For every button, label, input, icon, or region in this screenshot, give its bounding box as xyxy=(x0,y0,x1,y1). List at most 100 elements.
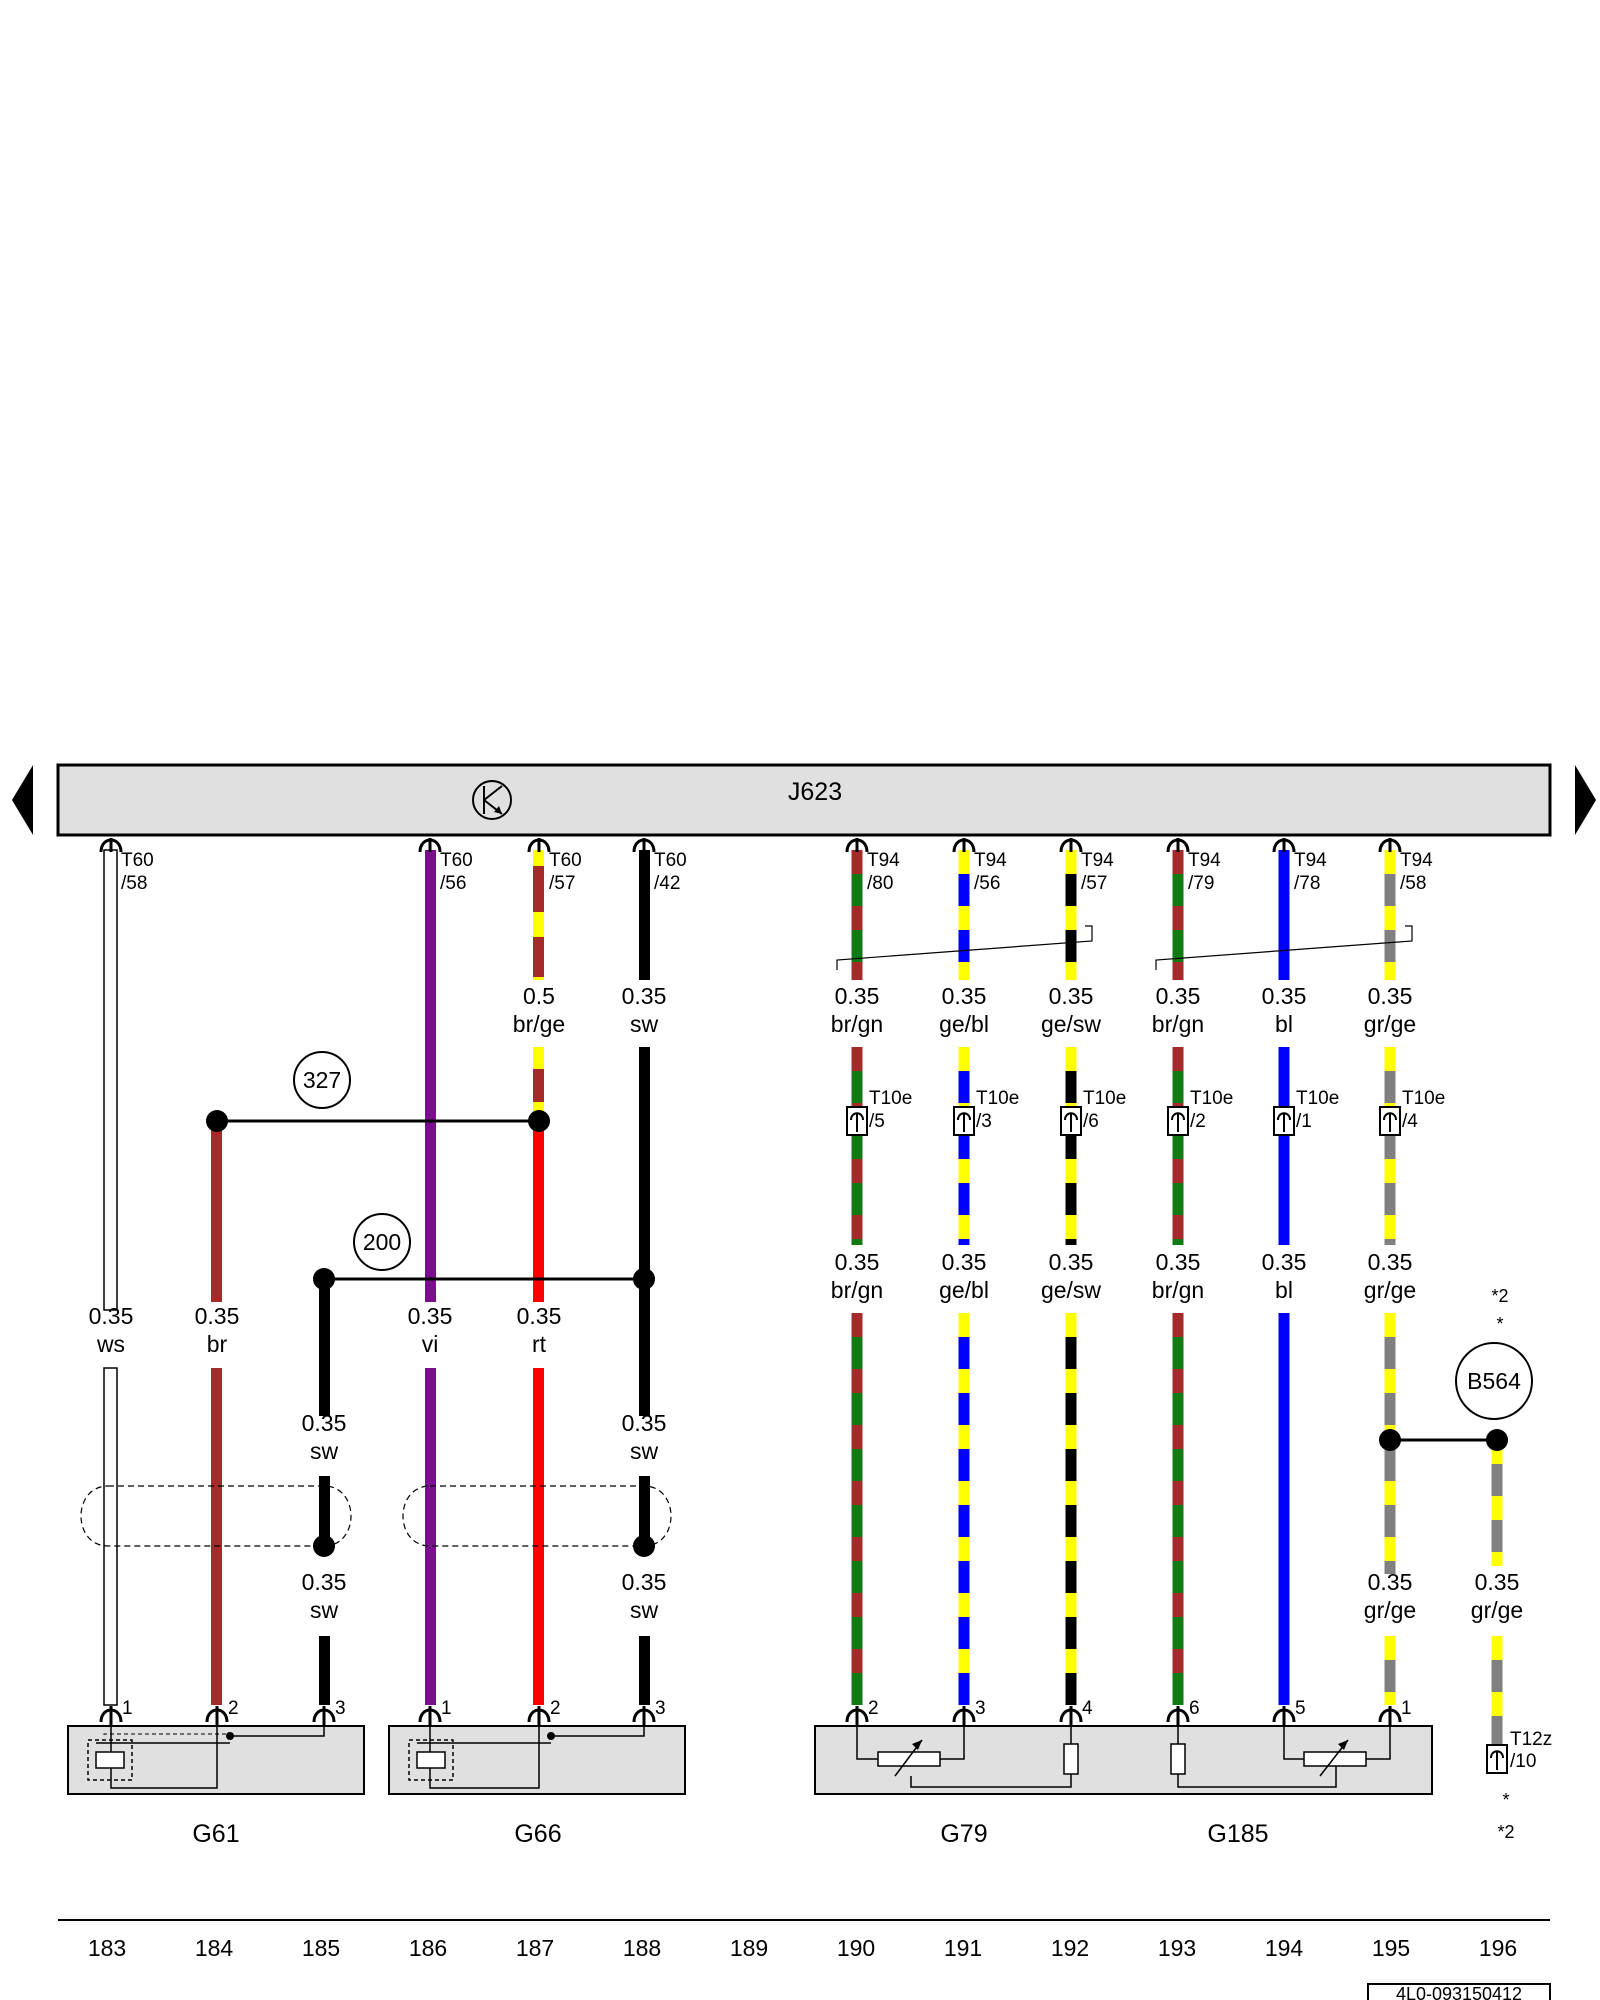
connector-t10e_1[interactable]: T10e/1 xyxy=(1273,1088,1339,1136)
wire-184[interactable] xyxy=(211,1121,222,1705)
wire-labels: 0.35 ws 0.35 br 0.35 sw 0.35 sw 0.35 vi … xyxy=(89,983,1524,1842)
component-pin-3[interactable]: 1 xyxy=(418,1698,452,1726)
gauge-187-top: 0.5 xyxy=(523,983,555,1009)
pin-t94_56[interactable]: T94/56 xyxy=(952,838,1007,894)
wire-191-seg2[interactable] xyxy=(958,1313,970,1705)
pin-t94_57[interactable]: T94/57 xyxy=(1059,838,1114,894)
ref-327: 327 xyxy=(303,1067,341,1093)
color-193-top: br/gn xyxy=(1152,1011,1204,1037)
wire-194-seg1[interactable] xyxy=(1278,1047,1290,1245)
pin-t94_58[interactable]: T94/58 xyxy=(1378,838,1433,894)
wire-191-seg1[interactable] xyxy=(958,1047,970,1245)
pin-num-t94_58: /58 xyxy=(1400,873,1426,894)
pin-number: 1 xyxy=(1401,1698,1412,1719)
shield-G61 xyxy=(80,1485,352,1557)
color-192-mid: ge/sw xyxy=(1041,1277,1101,1303)
column-185: 185 xyxy=(302,1935,340,1961)
column-186: 186 xyxy=(409,1935,447,1961)
wire-196-seg0[interactable] xyxy=(1491,1440,1503,1566)
wire-186[interactable] xyxy=(425,850,436,1705)
component-G61[interactable]: G61 xyxy=(67,1725,365,1848)
component-G79-label: G79 xyxy=(940,1820,987,1848)
wire-190-seg0[interactable] xyxy=(851,850,863,980)
wire-195-seg0[interactable] xyxy=(1384,850,1396,980)
wire-193-seg2[interactable] xyxy=(1172,1313,1184,1705)
t12z-label: T12z xyxy=(1510,1729,1552,1750)
pin-number: 2 xyxy=(550,1698,561,1719)
pin-label-t94_79: T94 xyxy=(1188,850,1221,871)
component-pin-8[interactable]: 4 xyxy=(1059,1698,1093,1726)
color-184: br xyxy=(207,1331,228,1357)
page-prev-arrow-icon[interactable] xyxy=(12,765,33,835)
footnote-top-a: *2 xyxy=(1491,1286,1508,1306)
wire-195-seg1[interactable] xyxy=(1384,1047,1396,1245)
component-pin-10[interactable]: 5 xyxy=(1272,1698,1306,1726)
pin-number: 3 xyxy=(975,1698,986,1719)
pin-label-t60_56: T60 xyxy=(440,850,473,871)
wire-190-seg1[interactable] xyxy=(851,1047,863,1245)
column-189: 189 xyxy=(730,1935,768,1961)
pin-t60_42[interactable]: T60/42 xyxy=(632,838,687,894)
pin-t94_79[interactable]: T94/79 xyxy=(1166,838,1221,894)
component-G79-G185[interactable]: G79 G185 xyxy=(814,1725,1433,1848)
pin-number: 3 xyxy=(655,1698,666,1719)
gauge-192-top: 0.35 xyxy=(1049,983,1094,1009)
ref-200: 200 xyxy=(363,1229,401,1255)
pin-t94_78[interactable]: T94/78 xyxy=(1272,838,1327,894)
color-188a: sw xyxy=(630,1438,659,1464)
wire-195-seg3[interactable] xyxy=(1384,1636,1396,1705)
splice-B564[interactable]: B564 xyxy=(1379,1342,1533,1451)
connector-t12z[interactable]: T12z /10 xyxy=(1486,1729,1552,1774)
wire-194-seg2[interactable] xyxy=(1278,1313,1290,1705)
wire-190-seg2[interactable] xyxy=(851,1313,863,1705)
splice-327[interactable]: 327 xyxy=(206,1051,550,1132)
pin-t94_80[interactable]: T94/80 xyxy=(845,838,900,894)
wire-187[interactable] xyxy=(533,850,544,1705)
connector-t10e_3[interactable]: T10e/3 xyxy=(953,1088,1019,1136)
transistor-icon xyxy=(472,780,512,820)
wire-185[interactable] xyxy=(319,1279,330,1705)
wire-192-seg1[interactable] xyxy=(1065,1047,1077,1245)
wire-192-seg2[interactable] xyxy=(1065,1313,1077,1705)
wire-193-seg0[interactable] xyxy=(1172,850,1184,980)
pin-t60_56[interactable]: T60/56 xyxy=(418,838,473,894)
connector-t10e_6[interactable]: T10e/6 xyxy=(1060,1088,1126,1136)
component-pin-5[interactable]: 3 xyxy=(632,1698,666,1726)
gauge-187: 0.35 xyxy=(517,1303,562,1329)
pin-number: 4 xyxy=(1082,1698,1093,1719)
page-next-arrow-icon[interactable] xyxy=(1575,765,1596,835)
component-G66[interactable]: G66 xyxy=(388,1725,686,1848)
component-pin-6[interactable]: 2 xyxy=(845,1698,879,1726)
t10e-label: T10e xyxy=(1190,1088,1233,1109)
t12z-pin: /10 xyxy=(1510,1751,1536,1772)
wire-183[interactable] xyxy=(103,849,118,1706)
component-pin-9[interactable]: 6 xyxy=(1166,1698,1200,1726)
color-186: vi xyxy=(422,1331,439,1357)
pin-t60_58[interactable]: T60/58 xyxy=(99,838,154,894)
wire-196-seg1[interactable] xyxy=(1491,1636,1503,1745)
pin-num-t94_78: /78 xyxy=(1294,873,1320,894)
wire-192-seg0[interactable] xyxy=(1065,850,1077,980)
pin-number: 6 xyxy=(1189,1698,1200,1719)
component-pin-0[interactable]: 1 xyxy=(99,1698,133,1726)
gauge-191-mid: 0.35 xyxy=(942,1249,987,1275)
splice-200[interactable]: 200 xyxy=(313,1213,655,1290)
color-195-mid: gr/ge xyxy=(1364,1277,1416,1303)
component-pin-2[interactable]: 3 xyxy=(312,1698,346,1726)
connector-t10e_5[interactable]: T10e/5 xyxy=(846,1088,912,1136)
gauge-186: 0.35 xyxy=(408,1303,453,1329)
wire-191-seg0[interactable] xyxy=(958,850,970,980)
component-pin-7[interactable]: 3 xyxy=(952,1698,986,1726)
component-pin-1[interactable]: 2 xyxy=(205,1698,239,1726)
pin-t60_57[interactable]: T60/57 xyxy=(527,838,582,894)
connector-t10e_4[interactable]: T10e/4 xyxy=(1379,1088,1445,1136)
wire-193-seg1[interactable] xyxy=(1172,1047,1184,1245)
component-pin-11[interactable]: 1 xyxy=(1378,1698,1412,1726)
wire-194-seg0[interactable] xyxy=(1278,850,1290,980)
wire-188[interactable] xyxy=(639,850,650,1705)
connector-t10e_2[interactable]: T10e/2 xyxy=(1167,1088,1233,1136)
component-G185-label: G185 xyxy=(1207,1820,1268,1848)
control-unit-j623[interactable]: J623 xyxy=(12,763,1596,837)
component-pin-4[interactable]: 2 xyxy=(527,1698,561,1726)
